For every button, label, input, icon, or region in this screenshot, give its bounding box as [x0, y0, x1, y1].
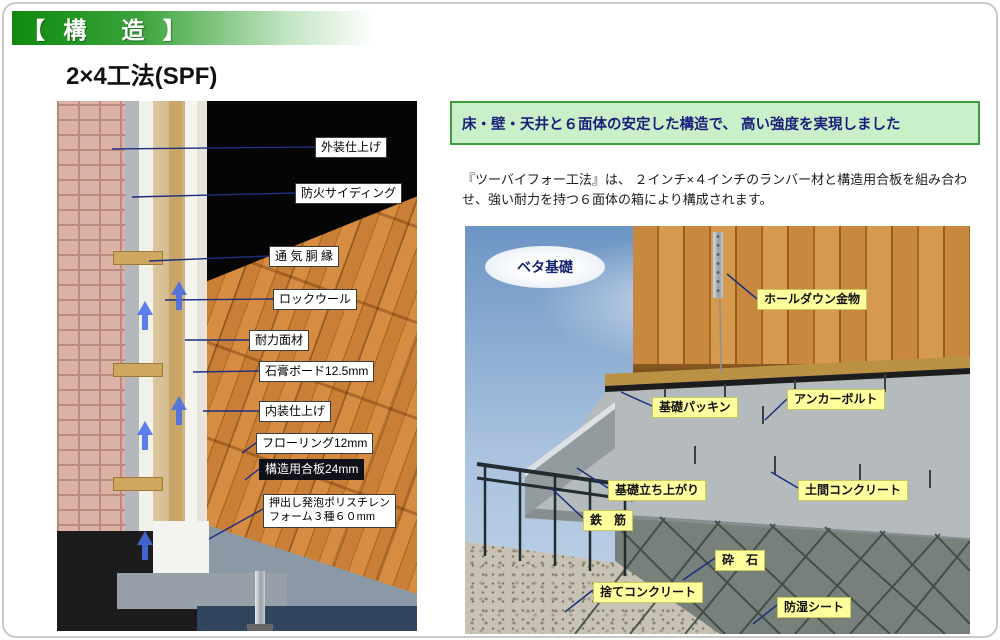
- wall-label-flooring: フローリング12mm: [256, 433, 374, 454]
- label-floor-concrete: 土間コンクリート: [798, 480, 909, 501]
- vent-batten: [113, 363, 163, 377]
- label-foundation-upstand: 基礎立ち上がり: [608, 480, 707, 501]
- right-column: 床・壁・天井と６面体の安定した構造で、 高い強度を実現しました 『ツーバイフォー…: [450, 101, 980, 634]
- label-hold-down-hardware: ホールダウン金物: [757, 289, 868, 310]
- page-title: 【 構 造 】: [22, 17, 192, 43]
- interior-finish-layer: [197, 101, 207, 631]
- wall-label-polystyrene-foam: 押出し発泡ポリスチレン フォーム３種６０mm: [263, 494, 396, 528]
- label-lean-concrete: 捨てコンクリート: [593, 582, 704, 603]
- wall-label-polystyrene-line2: フォーム３種６０mm: [269, 510, 375, 523]
- strength-info-text: 床・壁・天井と６面体の安定した構造で、 高い強度を実現しました: [462, 116, 901, 133]
- steel-jack-post: [255, 571, 265, 627]
- polystyrene-foam: [153, 521, 209, 576]
- method-description: 『ツーバイフォー工法』は、 ２インチ×４インチのランバー材と構造用合板を組み合わ…: [462, 172, 968, 208]
- label-crushed-stone: 砕 石: [715, 550, 766, 571]
- wall-label-fire-siding: 防火サイディング: [295, 183, 403, 204]
- wall-label-exterior-finish: 外装仕上げ: [315, 137, 388, 158]
- label-rebar: 鉄 筋: [583, 510, 634, 531]
- section-subtitle: 2×4工法(SPF): [66, 63, 218, 90]
- wall-label-interior-finish: 内装仕上げ: [259, 401, 332, 422]
- mat-foundation-badge: ベタ基礎: [485, 246, 605, 288]
- stud-layer: [169, 101, 182, 631]
- jack-base-plate: [247, 624, 273, 631]
- strength-info-box: 床・壁・天井と６面体の安定した構造で、 高い強度を実現しました: [450, 101, 980, 145]
- wall-label-polystyrene-line1: 押出し発泡ポリスチレン: [269, 497, 390, 509]
- vent-batten: [113, 251, 163, 265]
- label-anchor-bolt: アンカーボルト: [787, 389, 885, 410]
- hold-down-hardware: [713, 232, 723, 298]
- gypsum-layer: [185, 101, 197, 631]
- wall-label-rockwool: ロックウール: [273, 289, 358, 310]
- wall-construction-figure: 外装仕上げ 防火サイディング 通 気 胴 縁 ロックウール 耐力面材 石膏ボード…: [57, 101, 417, 631]
- header-bar: 【 構 造 】: [12, 11, 374, 45]
- basement-floor: [197, 606, 417, 631]
- wall-label-gypsum-board: 石膏ボード12.5mm: [259, 361, 375, 382]
- mat-foundation-text: ベタ基礎: [517, 259, 573, 275]
- vent-batten: [113, 477, 163, 491]
- wall-label-structural-plywood: 構造用合板24mm: [259, 459, 365, 480]
- label-moisture-sheet: 防湿シート: [777, 597, 852, 618]
- foundation-figure: ベタ基礎 ホールダウン金物 基礎パッキン アンカーボルト 基礎立ち上がり 鉄 筋…: [465, 226, 970, 634]
- wall-label-bearing-panel: 耐力面材: [249, 330, 310, 351]
- wall-label-vent-batten: 通 気 胴 縁: [269, 246, 340, 267]
- label-foundation-packing: 基礎パッキン: [652, 397, 738, 418]
